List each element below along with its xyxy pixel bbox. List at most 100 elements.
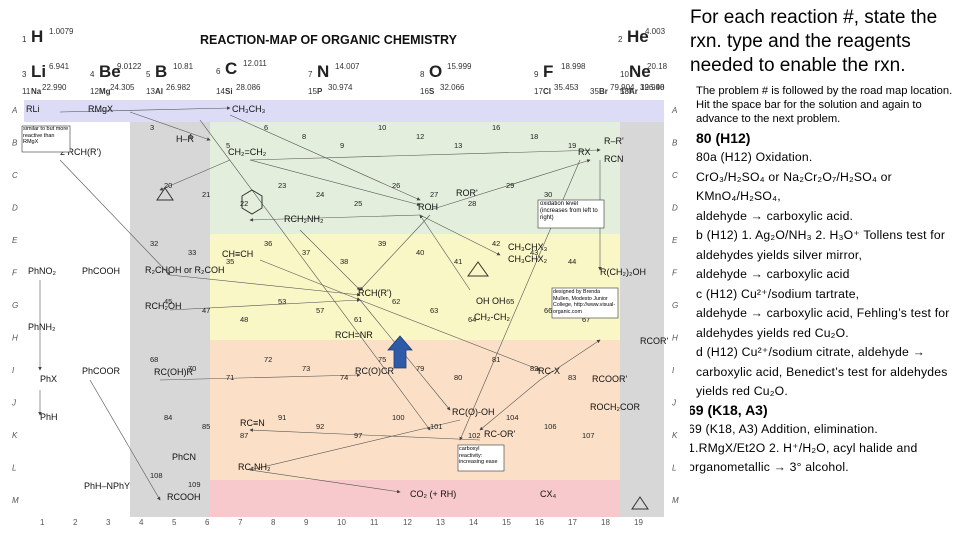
band-gray (130, 122, 210, 517)
element-symbol: Si (225, 87, 233, 96)
reaction-node: PhNH₂ (28, 322, 56, 332)
reaction-number: 81 (492, 355, 500, 364)
reaction-arrow (249, 419, 461, 472)
column-label: 19 (634, 518, 643, 527)
element-symbol: Be (99, 62, 121, 81)
element-number: 12 (90, 87, 99, 96)
reaction-node: RLi (26, 104, 40, 114)
element-symbol: H (31, 27, 43, 46)
element-symbol: Cl (543, 87, 551, 96)
element-mass: 39.948 (640, 83, 665, 92)
element-number: 5 (146, 70, 151, 79)
problem1-solution: 80a (H12) Oxidation. CrO₃/H₂SO₄ or Na₂Cr… (696, 150, 950, 398)
reaction-node: RC-NH₂ (238, 462, 271, 472)
row-label-right: C (672, 171, 678, 180)
element-number: 15 (308, 87, 317, 96)
reaction-arrow (129, 111, 211, 141)
row-label: K (12, 431, 18, 440)
element-mass: 15.999 (447, 62, 472, 71)
column-label: 3 (106, 518, 111, 527)
reaction-number: 106 (544, 422, 557, 431)
reaction-arrow (59, 159, 171, 276)
reaction-number: 85 (202, 422, 210, 431)
reaction-arrow (249, 159, 421, 206)
reaction-node: RCOOR' (592, 374, 627, 384)
reaction-number: 40 (416, 248, 424, 257)
reaction-node: RCOOH (167, 492, 201, 502)
column-label: 4 (139, 518, 144, 527)
element-mass: 14.007 (335, 62, 360, 71)
reaction-node: CH≡CH (222, 249, 253, 259)
reaction-number: 71 (226, 373, 234, 382)
reaction-node: ROCH₂COR (590, 402, 640, 412)
note-similar: similar to but more reactive than RMgX (21, 125, 71, 153)
element-number: 53 (620, 87, 629, 96)
element-symbol: Li (31, 62, 46, 81)
reaction-number: 19 (568, 141, 576, 150)
reaction-number: 104 (506, 413, 519, 422)
reaction-number: 23 (278, 181, 286, 190)
reaction-node: ROH (418, 202, 438, 212)
reaction-number: 61 (354, 315, 362, 324)
reaction-node: ROR' (456, 188, 478, 198)
element-number: 3 (22, 70, 27, 79)
reaction-node: CH₃CHX₃ (508, 242, 548, 252)
element-mass: 22.990 (42, 83, 67, 92)
reaction-number: 12 (416, 132, 424, 141)
reaction-numbers: 3456891012131618192021222324252627282930… (150, 123, 595, 489)
reaction-node: RX (578, 147, 591, 157)
element-symbol: O (429, 62, 442, 81)
reaction-number: 83 (568, 373, 576, 382)
column-label: 13 (436, 518, 445, 527)
reaction-node: PhCOOH (82, 266, 120, 276)
reaction-arrow (359, 299, 541, 371)
reaction-node: R₂CHOH or R₂COH (145, 265, 225, 275)
element-number: 16 (420, 87, 429, 96)
reaction-node: CH₂=CH₂ (228, 147, 267, 157)
reaction-node: PhNO₂ (28, 266, 57, 276)
column-label: 10 (337, 518, 346, 527)
reaction-number: 8 (302, 132, 306, 141)
reaction-node: CH₃CHX₂ (508, 254, 548, 264)
reaction-arrow (259, 259, 361, 301)
element-number: 2 (618, 35, 623, 44)
reaction-node: RC(OH)R (154, 367, 193, 377)
row-label-right: D (672, 204, 678, 213)
reaction-number: 36 (264, 239, 272, 248)
element-number: 8 (420, 70, 425, 79)
reaction-arrow (419, 214, 501, 256)
element-mass: 35.453 (554, 83, 579, 92)
reaction-node: R(CH₂)₂OH (600, 267, 646, 277)
reaction-number: 38 (340, 257, 348, 266)
map-title: REACTION-MAP OF ORGANIC CHEMISTRY (200, 33, 458, 47)
reaction-number: 10 (378, 123, 386, 132)
element-symbol: P (317, 87, 323, 96)
reaction-node: RCOR' (640, 336, 668, 346)
reaction-number: 80 (454, 373, 462, 382)
column-label: 14 (469, 518, 478, 527)
column-label: 12 (403, 518, 412, 527)
row-label-right: B (672, 139, 678, 148)
problem2-heading: 69 (K18, A3) (690, 401, 768, 418)
reaction-number: 100 (392, 413, 405, 422)
reaction-number: 53 (278, 297, 286, 306)
element-symbol: Br (599, 87, 608, 96)
reaction-node: RCH₂OH (145, 301, 182, 311)
element-mass: 24.305 (110, 83, 135, 92)
reaction-number: 91 (278, 413, 286, 422)
row-label-right: I (672, 366, 675, 375)
reaction-arrow (199, 119, 431, 431)
reaction-number: 26 (392, 181, 400, 190)
reaction-number: 39 (378, 239, 386, 248)
column-label: 11 (370, 518, 379, 527)
reaction-number: 32 (150, 239, 158, 248)
reaction-node: RC(O)CR (355, 366, 394, 376)
reaction-node: PhCN (172, 452, 196, 462)
element-mass: 10.81 (173, 62, 194, 71)
reaction-node: RCH₂NH₂ (284, 214, 324, 224)
reaction-node: 2 RCH(R') (60, 147, 101, 157)
element-number: 35 (590, 87, 599, 96)
reaction-node: RC(O)-OH (452, 407, 495, 417)
element-number: 7 (308, 70, 313, 79)
reaction-number: 63 (430, 306, 438, 315)
